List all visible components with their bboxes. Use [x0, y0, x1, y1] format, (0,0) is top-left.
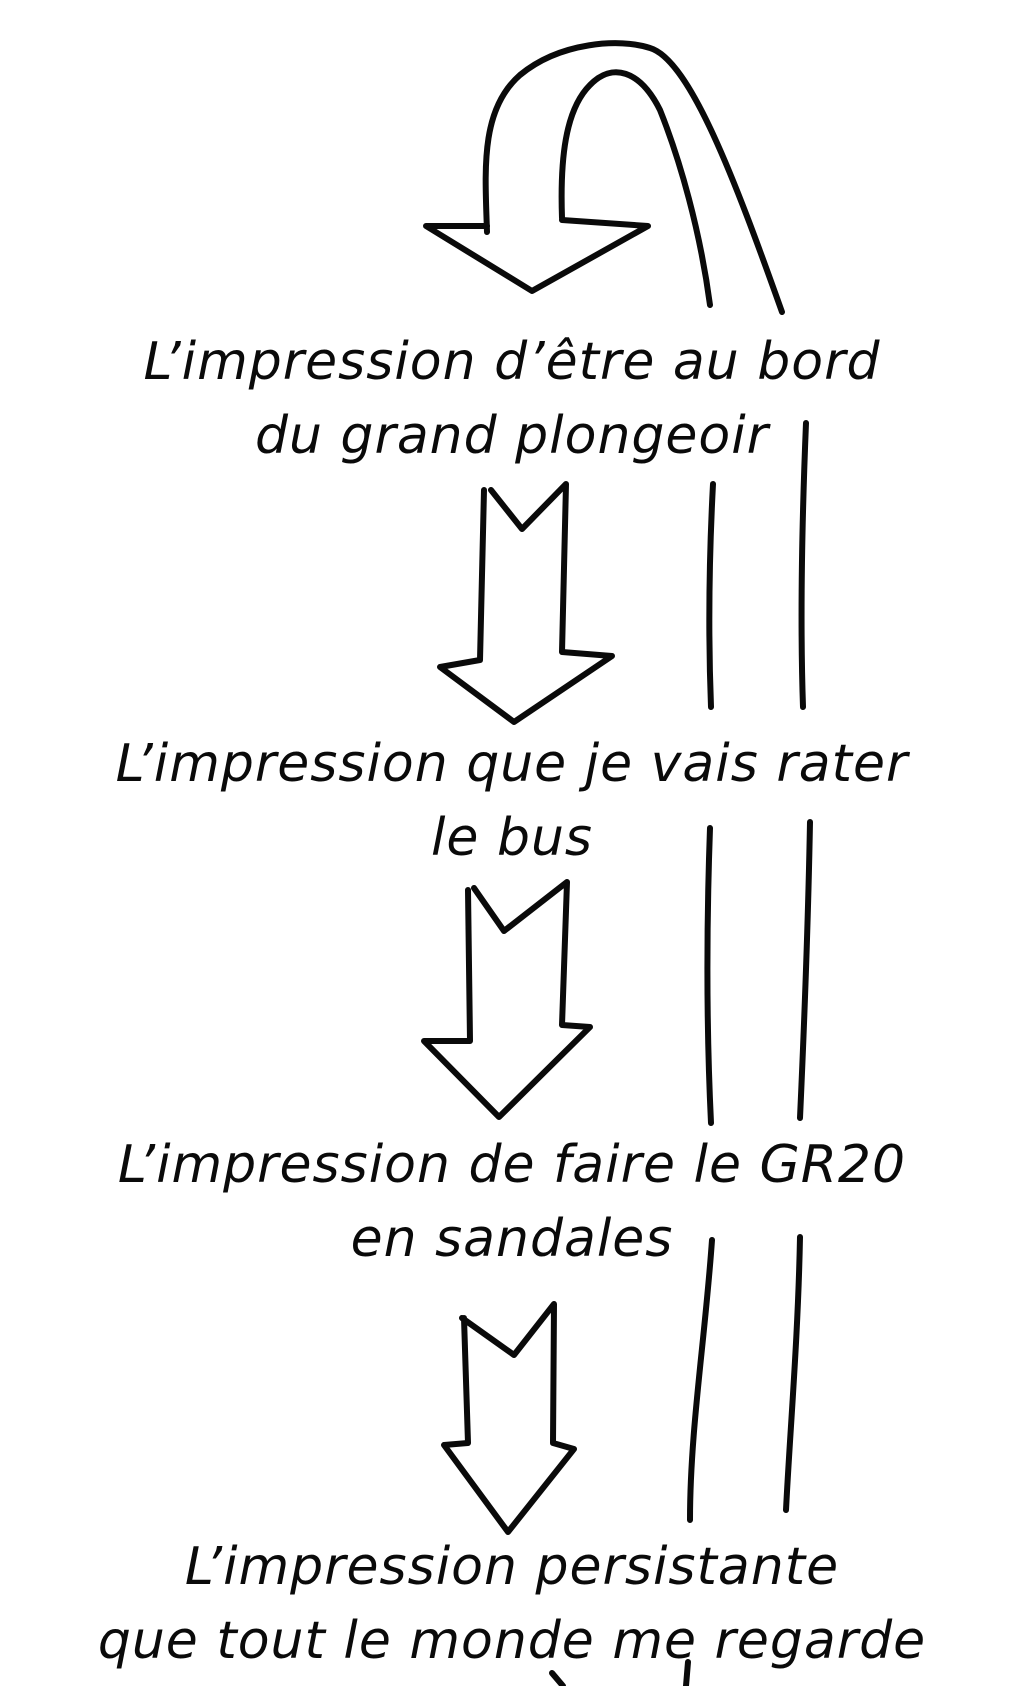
return-line-inner-1	[706, 481, 716, 710]
loop-arrow-inner-band	[558, 69, 713, 308]
loop-arrow-icon	[423, 40, 785, 315]
down-arrow-3-icon	[441, 1301, 577, 1535]
step-3-line-2: en sandales	[350, 1209, 674, 1269]
step-2-line-2: le bus	[430, 808, 594, 868]
return-line-outer-3	[783, 1234, 803, 1513]
loop-arrow-outer-band	[482, 40, 785, 315]
step-4-text: L’impression persistante que tout le mon…	[0, 1530, 1024, 1678]
return-line-outer-1	[798, 420, 809, 710]
step-4-line-2: que tout le monde me regarde	[97, 1611, 927, 1671]
return-line-inner-2	[704, 825, 714, 1126]
step-3-line-1: L’impression de faire le GR20	[117, 1135, 907, 1195]
return-line-outer-4	[683, 1659, 691, 1686]
step-1-line-1: L’impression d’être au bord	[143, 332, 881, 392]
step-1-line-2: du grand plongeoir	[254, 406, 770, 466]
step-3-text: L’impression de faire le GR20 en sandale…	[0, 1128, 1024, 1276]
return-line-inner-3	[687, 1237, 715, 1523]
loop-arrow-head	[423, 217, 651, 294]
down-arrow-1-icon	[437, 481, 615, 725]
step-1-text: L’impression d’être au bord du grand plo…	[0, 325, 1024, 473]
down-arrow-2-icon	[421, 879, 593, 1120]
step-2-line-1: L’impression que je vais rater	[115, 734, 909, 794]
return-line-outer-2	[797, 819, 813, 1121]
return-lines	[549, 420, 813, 1686]
step-4-line-1: L’impression persistante	[184, 1537, 840, 1597]
return-line-inner-4	[549, 1670, 566, 1686]
step-2-text: L’impression que je vais rater le bus	[0, 727, 1024, 875]
